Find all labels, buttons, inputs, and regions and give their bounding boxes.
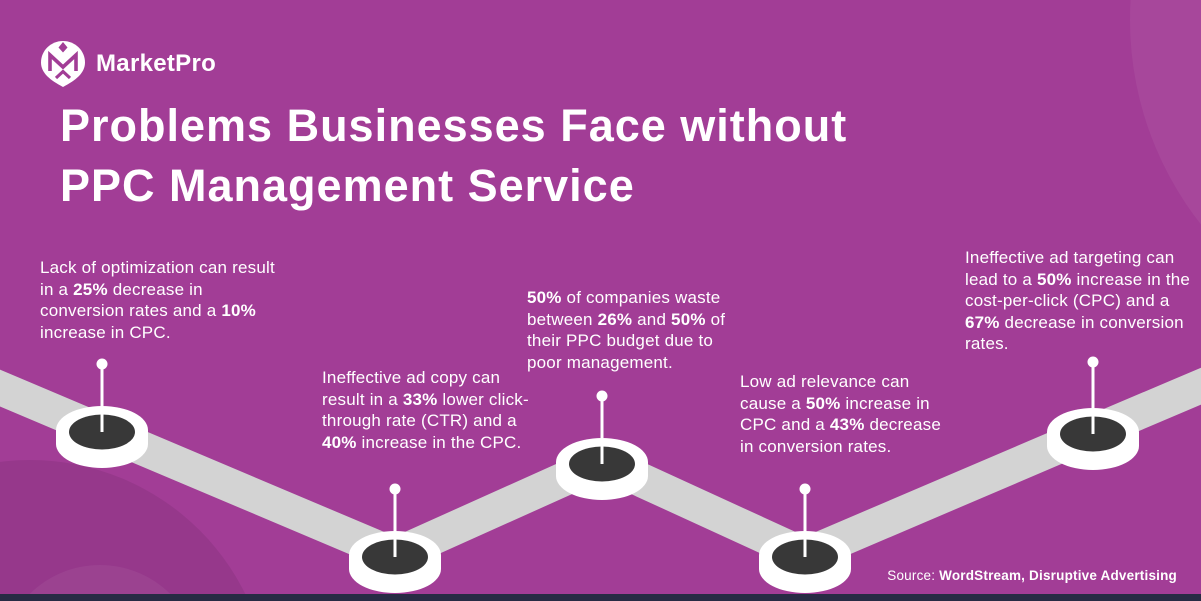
milestone-marker-3 xyxy=(556,390,648,500)
pin-dot xyxy=(1087,356,1099,368)
source-value: WordStream, Disruptive Advertising xyxy=(939,568,1177,583)
stat-block-5: Ineffective ad targeting can lead to a 5… xyxy=(965,248,1191,353)
milestone-marker-2 xyxy=(349,483,441,593)
pin-dot xyxy=(96,358,108,370)
stat-block-1: Lack of optimization can result in a 25%… xyxy=(40,258,275,342)
stat-block-2: Ineffective ad copy can result in a 33% … xyxy=(322,368,529,452)
milestone-marker-4 xyxy=(759,483,851,593)
pin-dot xyxy=(799,483,811,495)
logo: MarketPro xyxy=(40,40,216,88)
milestone-marker-1 xyxy=(56,358,148,468)
stat-block-4: Low ad relevance can cause a 50% increas… xyxy=(740,372,941,456)
pin-dot xyxy=(389,483,401,495)
page-title: Problems Businesses Face without PPC Man… xyxy=(60,96,847,216)
page-title-line2: PPC Management Service xyxy=(60,160,635,211)
footer-bar xyxy=(0,594,1201,601)
milestone-marker-5 xyxy=(1047,356,1139,470)
marketpro-logo-icon xyxy=(40,40,86,88)
source-prefix: Source: xyxy=(887,568,940,583)
logo-text: MarketPro xyxy=(96,50,217,77)
source-text: Source: WordStream, Disruptive Advertisi… xyxy=(887,568,1177,583)
pin-dot xyxy=(596,390,608,402)
page-title-line1: Problems Businesses Face without xyxy=(60,100,848,151)
stat-block-3: 50% of companies waste between 26% and 5… xyxy=(527,288,726,372)
